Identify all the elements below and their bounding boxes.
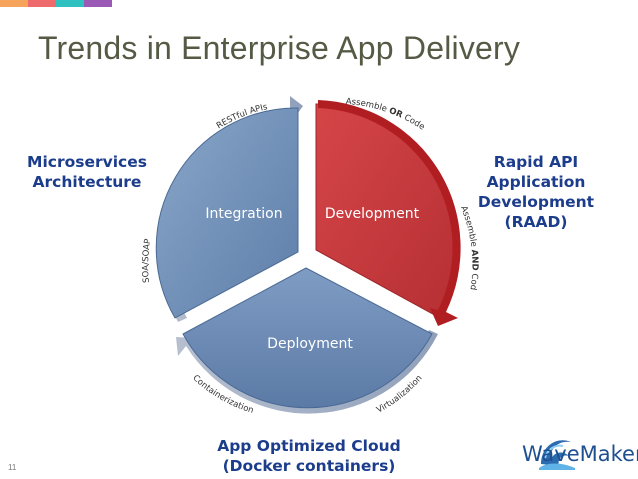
integration-label: Integration	[205, 206, 282, 222]
wavemaker-logo-text: WaveMaker	[522, 442, 638, 466]
top-color-bar	[0, 0, 112, 7]
raad-line1: Rapid API Application	[486, 153, 586, 191]
deployment-label: Deployment	[267, 336, 353, 352]
development-label: Development	[325, 206, 420, 222]
deployment-segment	[182, 267, 433, 409]
slide-title: Trends in Enterprise App Delivery	[38, 30, 521, 66]
page-number: 11	[8, 463, 17, 472]
raad-callout: Rapid API Application Development (RAAD)	[446, 152, 626, 232]
microservices-line2: Architecture	[32, 173, 142, 191]
integration-segment	[155, 107, 299, 319]
cloud-line2: (Docker containers)	[222, 457, 396, 475]
cloud-line1: App Optimized Cloud	[217, 437, 401, 455]
development-red-arrow	[318, 100, 461, 326]
microservices-line1: Microservices	[27, 153, 147, 171]
microservices-callout: Microservices Architecture	[22, 152, 152, 192]
container-arrow-band	[176, 330, 438, 414]
top-bar-orange	[0, 0, 28, 7]
top-bar-teal	[56, 0, 84, 7]
top-bar-red	[28, 0, 56, 7]
cloud-callout: App Optimized Cloud (Docker containers)	[214, 436, 404, 476]
wave-logo-icon	[539, 440, 575, 470]
top-bar-purple	[84, 0, 112, 7]
soa-soap-label: SOA/SOAP	[141, 238, 153, 283]
raad-line2: Development (RAAD)	[477, 193, 595, 231]
